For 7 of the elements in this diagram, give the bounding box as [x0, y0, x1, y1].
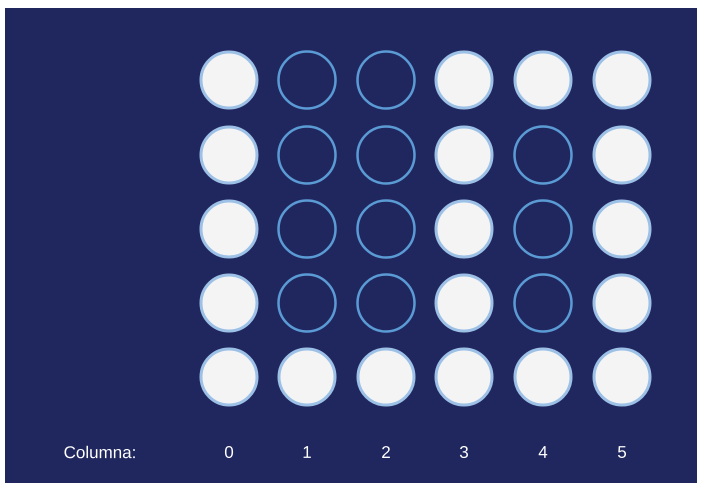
row-label: Columna:	[64, 446, 135, 458]
column-number: 4	[538, 446, 548, 458]
column-number: 1	[304, 446, 311, 458]
column-number: 2	[382, 446, 390, 458]
column-number: 0	[224, 446, 234, 458]
column-number: 3	[460, 446, 468, 458]
column-number: 5	[618, 446, 626, 458]
